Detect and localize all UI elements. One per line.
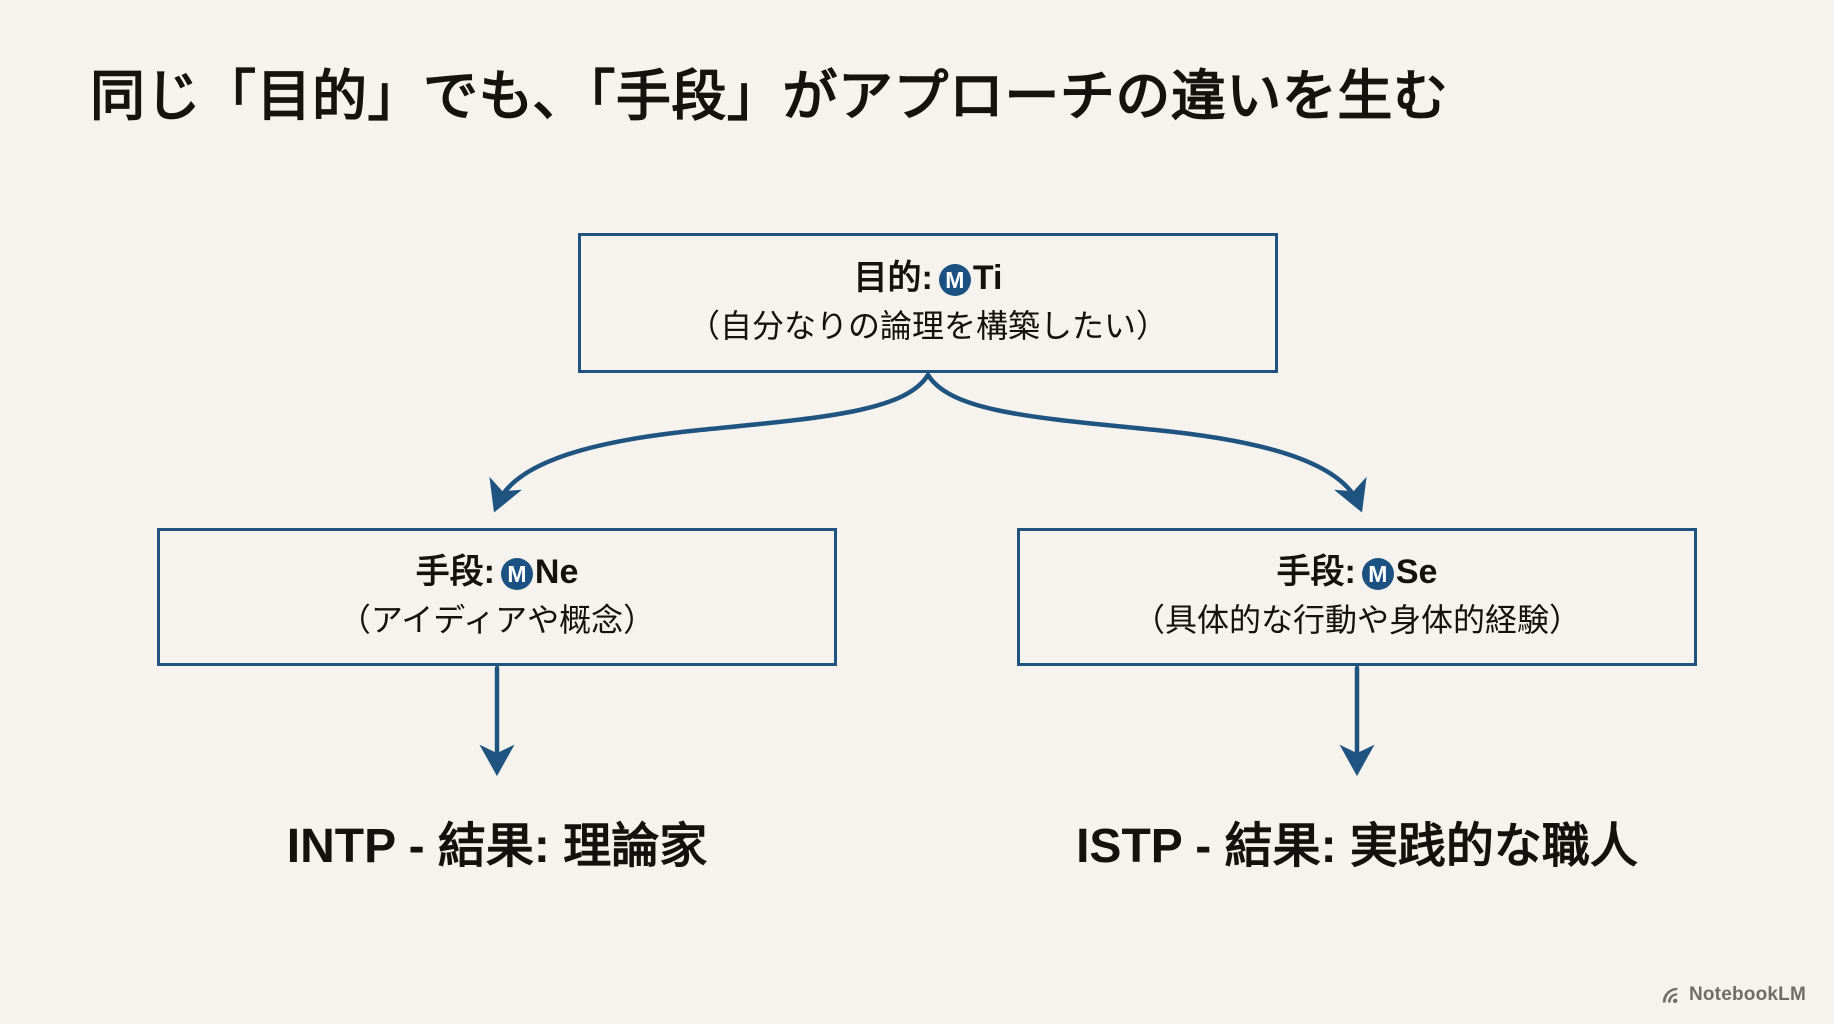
node-goal-function: Ti [972, 259, 1003, 298]
result-label-right: ISTP - 結果: 実践的な職人 [1076, 820, 1638, 873]
circled-m-icon: M [500, 558, 533, 591]
connector-goal-to-left [489, 372, 931, 513]
notebooklm-watermark: NotebookLM [1660, 984, 1806, 1006]
node-means-right[interactable]: 手段: M Se （具体的な行動や身体的経験） [1017, 528, 1697, 666]
connector-goal-to-right [925, 372, 1367, 513]
node-goal-description: （自分なりの論理を構築したい） [687, 307, 1168, 344]
node-means-left-description: （アイディアや概念） [338, 601, 656, 638]
notebooklm-logo-icon [1662, 987, 1678, 1003]
node-means-right-function: Se [1395, 553, 1438, 592]
node-means-left-prefix: 手段: [415, 553, 495, 592]
circled-m-icon: M [938, 264, 971, 297]
node-goal-prefix: 目的: [853, 259, 933, 298]
watermark-label: NotebookLM [1688, 984, 1806, 1005]
node-means-right-heading: 手段: M Se [1277, 552, 1438, 593]
result-label-left: INTP - 結果: 理論家 [286, 820, 708, 873]
node-means-left[interactable]: 手段: M Ne （アイディアや概念） [157, 528, 837, 666]
node-means-right-description: （具体的な行動や身体的経験） [1132, 601, 1581, 638]
node-means-left-heading: 手段: M Ne [416, 552, 579, 593]
circled-m-icon: M [1361, 558, 1394, 591]
node-means-left-function: Ne [534, 553, 579, 592]
node-goal-heading: 目的: M Ti [854, 258, 1003, 299]
node-means-right-prefix: 手段: [1276, 553, 1356, 592]
page-title: 同じ「目的」でも、「手段」がアプローチの違いを生む [90, 65, 1449, 127]
node-goal[interactable]: 目的: M Ti （自分なりの論理を構築したい） [578, 233, 1278, 373]
